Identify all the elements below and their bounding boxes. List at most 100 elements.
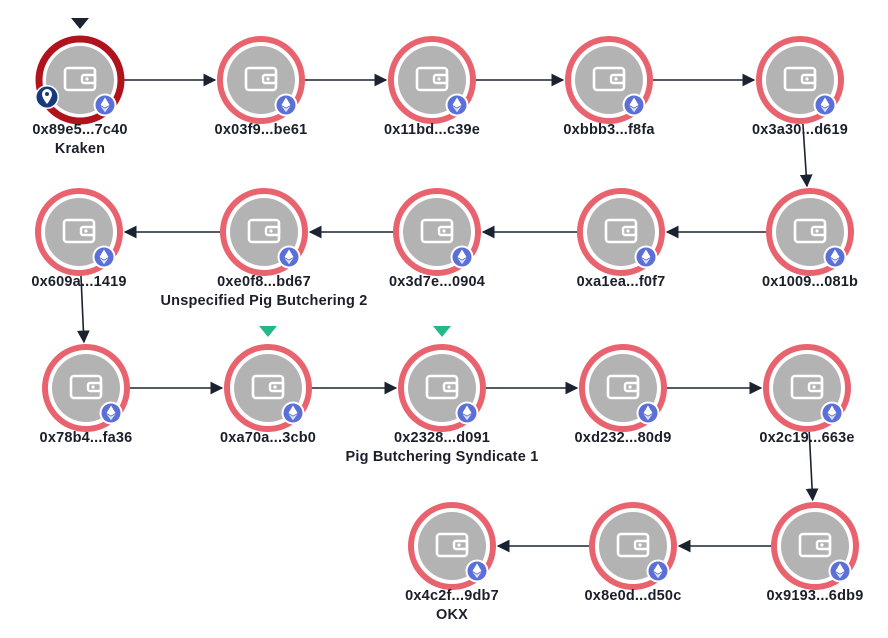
wallet-address-label: 0x78b4...fa36 [39, 430, 133, 446]
wallet-node[interactable]: 0x1009...081b [762, 187, 858, 290]
ethereum-icon [455, 401, 479, 425]
wallet-node[interactable]: 0x11bd...c39e [384, 35, 480, 138]
ethereum-icon [828, 559, 852, 583]
wallet-node[interactable]: 0x78b4...fa36 [40, 343, 132, 446]
ethereum-icon [281, 401, 305, 425]
wallet-icon [244, 66, 278, 92]
wallet-node-graphic [763, 344, 851, 432]
wallet-address-label: 0x609a...1419 [31, 274, 127, 290]
wallet-icon [798, 532, 832, 558]
wallet-address-label: 0x89e5...7c40 [32, 122, 128, 138]
wallet-icon [425, 374, 459, 400]
wallet-address-label: 0x2328...d091 [393, 430, 491, 446]
edge-arrow [805, 431, 819, 502]
wallet-node[interactable]: 0x609a...1419 [31, 187, 126, 290]
wallet-icon [793, 218, 827, 244]
entity-name-label: OKX [435, 607, 469, 623]
wallet-icon [247, 218, 281, 244]
wallet-node[interactable]: 0x3a30...d619 [752, 35, 848, 138]
wallet-node[interactable]: 0x9193...6db9 [767, 501, 863, 604]
wallet-node-graphic [398, 344, 486, 432]
wallet-node-graphic [224, 344, 312, 432]
wallet-node-graphic [579, 344, 667, 432]
ethereum-icon [823, 245, 847, 269]
wallet-icon [420, 218, 454, 244]
wallet-address-label: 0x11bd...c39e [383, 122, 481, 138]
ethereum-icon [820, 401, 844, 425]
ethereum-icon [445, 93, 469, 117]
wallet-node[interactable]: 0x03f9...be61 [215, 35, 307, 138]
wallet-icon [62, 218, 96, 244]
wallet-address-label: 0x03f9...be61 [214, 122, 308, 138]
wallet-node-graphic [217, 36, 305, 124]
wallet-node[interactable]: 0xa70a...3cb0 [220, 343, 316, 446]
wallet-node[interactable]: 0xa1ea...f0f7 [576, 187, 666, 290]
wallet-icon [415, 66, 449, 92]
wallet-node-graphic [220, 188, 308, 276]
ethereum-icon [465, 559, 489, 583]
wallet-node[interactable]: 0xd232...80d9 [575, 343, 671, 446]
green-triangle-marker-icon [433, 326, 451, 337]
wallet-address-label: 0xbbb3...f8fa [563, 122, 655, 138]
ethereum-icon [646, 559, 670, 583]
wallet-icon [783, 66, 817, 92]
wallet-icon [606, 374, 640, 400]
wallet-address-label: 0x1009...081b [761, 274, 859, 290]
ethereum-icon [450, 245, 474, 269]
wallet-icon [251, 374, 285, 400]
dark-triangle-marker-icon [71, 18, 89, 29]
ethereum-icon [634, 245, 658, 269]
wallet-node-graphic [388, 36, 476, 124]
edge-arrow [77, 275, 90, 344]
ethereum-icon [93, 93, 117, 117]
wallet-node-graphic [42, 344, 130, 432]
wallet-address-label: 0xe0f8...bd67 [217, 274, 311, 290]
wallet-node-graphic [589, 502, 677, 590]
ethereum-icon [99, 401, 123, 425]
wallet-icon [604, 218, 638, 244]
entity-name-label: Kraken [54, 141, 106, 157]
wallet-icon [435, 532, 469, 558]
wallet-node[interactable]: 0x2c19...663e [759, 343, 854, 446]
wallet-address-label: 0x4c2f...9db7 [405, 588, 499, 604]
wallet-node-graphic [766, 188, 854, 276]
location-pin-icon [35, 85, 59, 109]
wallet-address-label: 0x9193...6db9 [766, 588, 864, 604]
wallet-icon [616, 532, 650, 558]
wallet-node-graphic [577, 188, 665, 276]
wallet-address-label: 0xa70a...3cb0 [219, 430, 317, 446]
entity-name-label: Pig Butchering Syndicate 1 [345, 449, 539, 465]
wallet-address-label: 0x3d7e...0904 [388, 274, 486, 290]
wallet-node[interactable]: 0x3d7e...0904 [389, 187, 485, 290]
wallet-node[interactable]: 0x8e0d...d50c [585, 501, 681, 604]
wallet-node-graphic [35, 35, 125, 125]
wallet-address-label: 0x3a30...d619 [751, 122, 849, 138]
wallet-icon [592, 66, 626, 92]
wallet-node-graphic [565, 36, 653, 124]
ethereum-icon [813, 93, 837, 117]
ethereum-icon [92, 245, 116, 269]
entity-name-label: Unspecified Pig Butchering 2 [160, 293, 368, 309]
wallet-address-label: 0x8e0d...d50c [584, 588, 682, 604]
wallet-address-label: 0xa1ea...f0f7 [576, 274, 666, 290]
edge-arrow [799, 123, 813, 188]
wallet-icon [69, 374, 103, 400]
wallet-node-graphic [35, 188, 123, 276]
wallet-node[interactable]: 0xbbb3...f8fa [563, 35, 654, 138]
ethereum-icon [622, 93, 646, 117]
ethereum-icon [277, 245, 301, 269]
wallet-icon [790, 374, 824, 400]
wallet-node-graphic [756, 36, 844, 124]
ethereum-icon [274, 93, 298, 117]
ethereum-icon [636, 401, 660, 425]
wallet-node-graphic [408, 502, 496, 590]
green-triangle-marker-icon [259, 326, 277, 337]
wallet-address-label: 0x2c19...663e [759, 430, 855, 446]
wallet-node-graphic [393, 188, 481, 276]
wallet-icon [63, 66, 97, 92]
